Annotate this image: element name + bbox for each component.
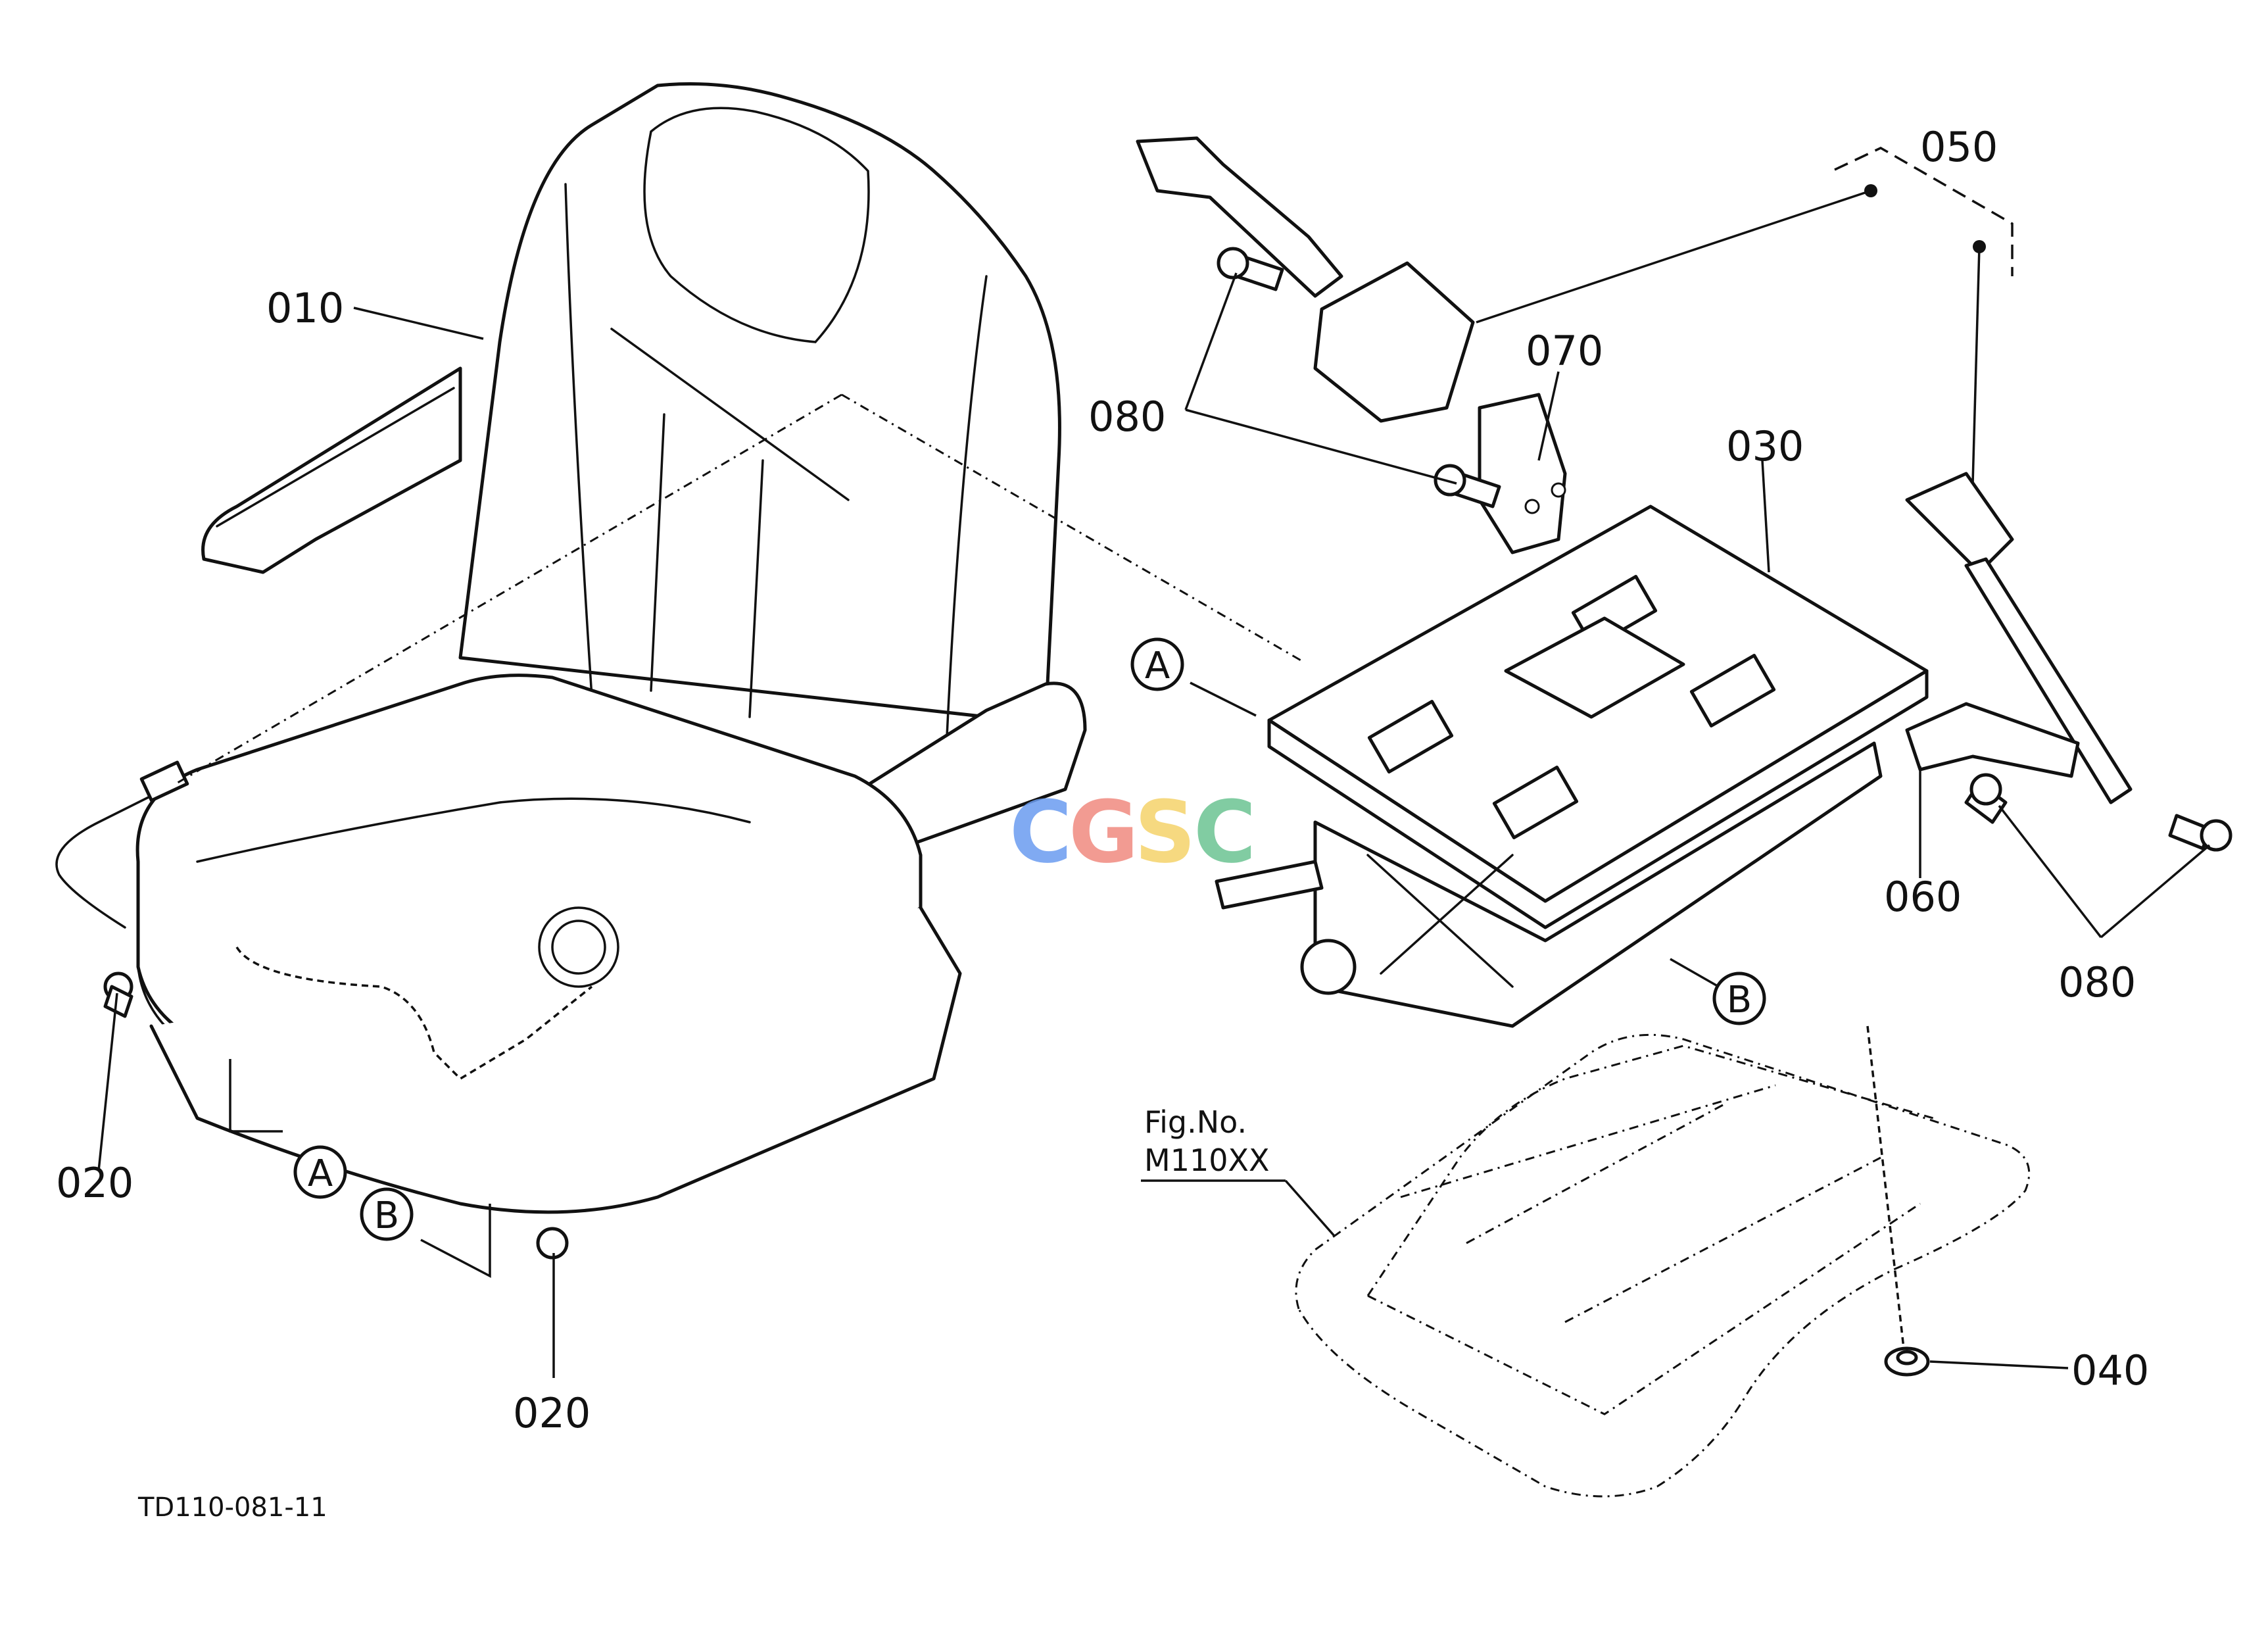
callout-040: 040 — [2071, 1346, 2149, 1394]
seat-suspension — [1215, 504, 1929, 1028]
callout-020-left: 020 — [56, 1159, 133, 1207]
callout-labels: 010 020 020 030 040 050 060 070 080 080 — [56, 123, 2149, 1437]
seat-assembly — [55, 82, 1087, 1214]
drawing-code: TD110-081-11 — [137, 1492, 327, 1523]
floor-pan-reference — [1295, 1033, 2031, 1498]
callout-060: 060 — [1884, 873, 1962, 921]
callout-070: 070 — [1526, 327, 1603, 375]
callout-030: 030 — [1726, 422, 1804, 470]
svg-text:C: C — [1009, 782, 1072, 882]
marker-b-left: B — [374, 1194, 399, 1237]
watermark-logo: C G S C — [1009, 782, 1256, 882]
seat-belt-assembly — [1136, 136, 2133, 804]
marker-a-right: A — [1145, 645, 1170, 687]
marker-b-right: B — [1727, 979, 1752, 1021]
svg-text:G: G — [1069, 782, 1139, 882]
callout-010: 010 — [266, 284, 344, 332]
callout-050: 050 — [1920, 123, 1998, 171]
fasteners — [103, 247, 2232, 1377]
svg-text:S: S — [1134, 782, 1196, 882]
svg-text:C: C — [1194, 782, 1256, 882]
callout-020-bottom: 020 — [513, 1389, 591, 1437]
callout-080-right: 080 — [2058, 958, 2136, 1006]
figure-ref-line1: Fig.No. — [1144, 1104, 1247, 1140]
marker-a-left: A — [308, 1152, 333, 1195]
figure-ref-line2: M110XX — [1144, 1143, 1270, 1178]
callout-080-top: 080 — [1088, 393, 1166, 441]
section-markers: A A B B — [293, 637, 1766, 1241]
